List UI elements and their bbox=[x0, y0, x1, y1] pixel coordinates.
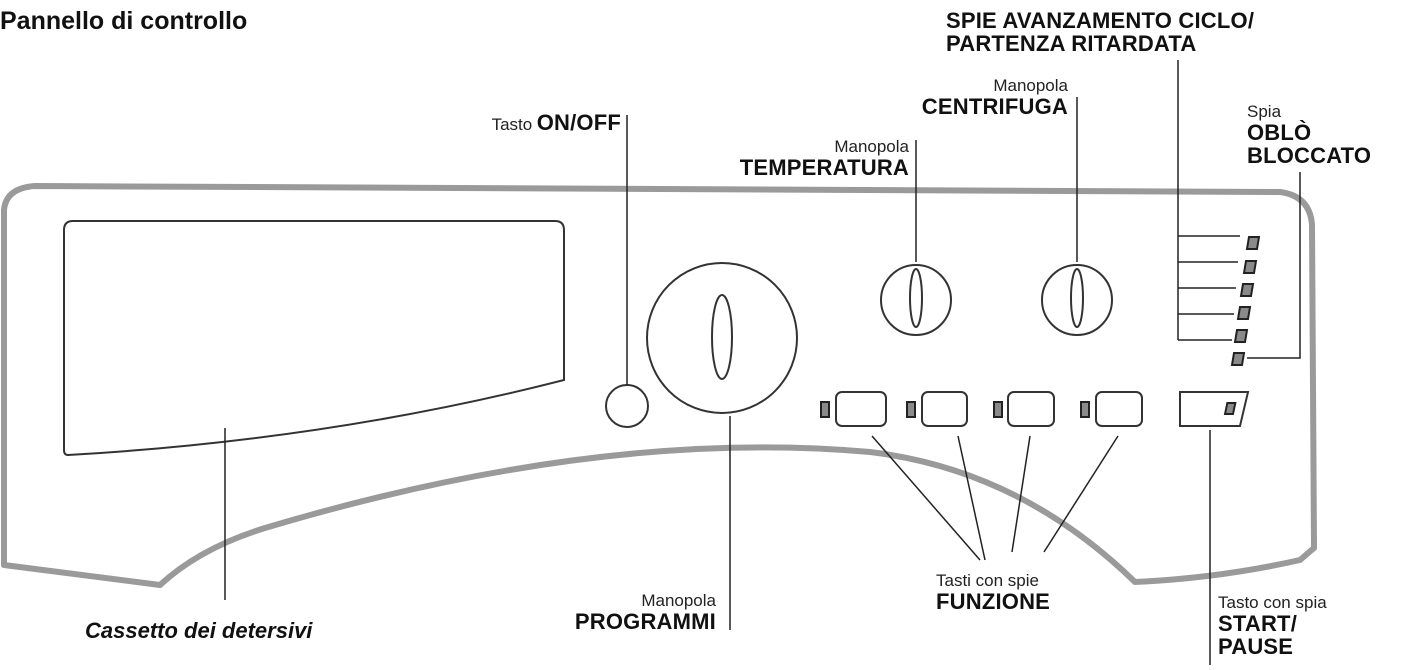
function-led bbox=[820, 401, 830, 418]
function-buttons bbox=[820, 391, 1143, 427]
leader-oblo bbox=[1247, 172, 1301, 359]
progress-led bbox=[1233, 329, 1249, 343]
panel-outline bbox=[1, 183, 1317, 588]
label-on-off-prefix: Tasto bbox=[491, 115, 533, 134]
door-locked-led bbox=[1230, 352, 1246, 366]
function-led bbox=[993, 401, 1003, 418]
detergent-drawer bbox=[63, 220, 565, 457]
label-centrifuga-name: CENTRIFUGA bbox=[921, 93, 1068, 119]
function-button bbox=[1095, 391, 1143, 427]
leader-lines bbox=[224, 97, 1301, 665]
label-spie-line1: SPIE AVANZAMENTO CICLO/ bbox=[946, 8, 1255, 33]
progress-led bbox=[1236, 306, 1252, 320]
function-button bbox=[835, 391, 887, 427]
label-programmi-prefix: Manopola bbox=[641, 591, 716, 610]
label-centrifuga: Manopola CENTRIFUGA bbox=[922, 77, 1068, 118]
label-temperatura: Manopola TEMPERATURA bbox=[740, 138, 909, 179]
page-title: Pannello di controllo bbox=[0, 7, 248, 35]
temperature-knob bbox=[880, 264, 952, 336]
progress-led bbox=[1239, 283, 1255, 297]
label-start-pause: Tasto con spia START/ PAUSE bbox=[1218, 594, 1327, 658]
leader-funzione-3 bbox=[1011, 435, 1031, 553]
label-programmi-name: PROGRAMMI bbox=[574, 608, 716, 634]
leader-funzione-4 bbox=[1043, 435, 1119, 553]
label-start-pause-line2: PAUSE bbox=[1218, 633, 1294, 659]
label-oblo-prefix: Spia bbox=[1247, 102, 1282, 121]
function-button bbox=[1007, 391, 1055, 427]
label-oblo: Spia OBLÒ BLOCCATO bbox=[1247, 103, 1371, 167]
label-funzione-prefix: Tasti con spie bbox=[936, 571, 1039, 590]
programs-knob-grip bbox=[711, 294, 733, 380]
label-cassetto: Cassetto dei detersivi bbox=[85, 618, 313, 643]
spin-knob-grip bbox=[1070, 268, 1084, 328]
spin-knob bbox=[1041, 264, 1113, 336]
label-spie-avanzamento: SPIE AVANZAMENTO CICLO/ PARTENZA RITARDA… bbox=[946, 9, 1254, 55]
label-funzione-name: FUNZIONE bbox=[936, 588, 1051, 614]
label-start-pause-prefix: Tasto con spia bbox=[1218, 593, 1327, 612]
progress-led bbox=[1245, 236, 1261, 250]
function-led bbox=[906, 401, 916, 418]
function-led bbox=[1080, 401, 1090, 418]
programs-knob bbox=[646, 262, 798, 414]
function-button bbox=[921, 391, 968, 427]
label-programmi: Manopola PROGRAMMI bbox=[575, 592, 716, 633]
label-spie-line2: PARTENZA RITARDATA bbox=[946, 31, 1197, 57]
leader-funzione-1 bbox=[871, 435, 981, 561]
progress-led bbox=[1242, 260, 1258, 274]
leader-funzione-2 bbox=[957, 435, 986, 561]
start-pause-button bbox=[1179, 391, 1250, 427]
start-pause-led bbox=[1223, 402, 1237, 415]
on-off-button bbox=[605, 384, 649, 428]
label-oblo-line1: OBLÒ bbox=[1247, 119, 1312, 145]
temperature-knob-grip bbox=[909, 268, 923, 328]
label-start-pause-line1: START/ bbox=[1218, 610, 1298, 636]
label-temperatura-prefix: Manopola bbox=[834, 137, 909, 156]
label-on-off-name: ON/OFF bbox=[536, 110, 621, 135]
label-on-off: Tasto ON/OFF bbox=[492, 111, 621, 135]
label-temperatura-name: TEMPERATURA bbox=[739, 154, 909, 180]
label-funzione: Tasti con spie FUNZIONE bbox=[936, 572, 1050, 613]
label-oblo-line2: BLOCCATO bbox=[1247, 142, 1372, 168]
label-centrifuga-prefix: Manopola bbox=[993, 76, 1068, 95]
cycle-progress-leds bbox=[1177, 60, 1261, 366]
